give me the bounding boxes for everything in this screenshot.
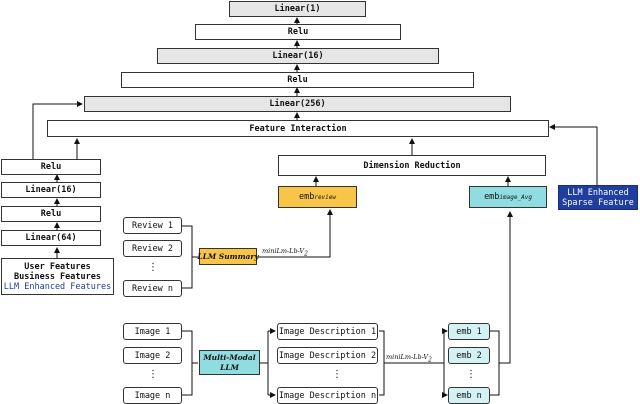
multi-modal-line-1: Multi-Modal — [203, 352, 256, 362]
emb-2-box: emb 2 — [448, 347, 490, 364]
left-linear-64: Linear(64) — [1, 230, 101, 246]
emb-1-box: emb 1 — [448, 323, 490, 340]
image-description-n: Image Description n — [277, 387, 378, 404]
linear-1-layer: Linear(1) — [229, 1, 366, 17]
image-description-2: Image Description 2 — [277, 347, 378, 364]
llm-sparse-feature-box: LLM Enhanced Sparse Feature — [558, 185, 638, 210]
user-features-label: User Features — [24, 261, 91, 272]
business-features-label: Business Features — [14, 271, 101, 282]
image-item-2: Image 2 — [123, 347, 182, 364]
relu-layer-a: Relu — [195, 24, 401, 40]
image-encoder-label: miniLm-Lb-V2 — [386, 353, 432, 364]
emb-image-sub: image_Avg — [499, 193, 532, 201]
image-ellipsis: ⋮ — [148, 369, 158, 380]
dimension-reduction-layer: Dimension Reduction — [278, 155, 546, 176]
llm-summary-box: LLM Summary — [197, 248, 259, 265]
arrow-left-stack-to-linear256 — [32, 101, 83, 159]
emb-image-main: emb — [484, 192, 500, 202]
feature-interaction-layer: Feature Interaction — [47, 120, 549, 137]
relu-layer-b: Relu — [121, 72, 474, 88]
arrow-summary-to-embreview — [257, 209, 333, 258]
review-encoder-label: miniLm-Lb-V2 — [262, 247, 308, 258]
sparse-line-1: LLM Enhanced — [567, 187, 629, 198]
left-linear-16: Linear(16) — [1, 182, 101, 198]
left-relu-top: Relu — [1, 159, 101, 175]
description-ellipsis: ⋮ — [332, 369, 342, 380]
multi-modal-llm-box: Multi-Modal LLM — [199, 350, 260, 375]
arrow-sparse-to-interaction — [549, 124, 598, 185]
arrow-embs-to-embimage — [499, 211, 513, 364]
emb-n-box: emb n — [448, 387, 490, 404]
sparse-line-2: Sparse Feature — [562, 197, 634, 208]
input-features-box: User Features Business Features LLM Enha… — [1, 258, 114, 295]
review-ellipsis: ⋮ — [148, 262, 158, 273]
llm-enhanced-features-label: LLM Enhanced Features — [3, 281, 112, 292]
emb-review-main: emb — [298, 192, 315, 202]
emb-ellipsis: ⋮ — [466, 369, 476, 380]
review-item-1: Review 1 — [123, 217, 182, 234]
multi-modal-line-2: LLM — [220, 362, 239, 372]
emb-review-sub: review — [314, 193, 337, 201]
bracket-embs — [490, 330, 500, 396]
linear-256-layer: Linear(256) — [84, 96, 511, 112]
bracket-images — [182, 330, 193, 396]
left-relu-mid: Relu — [1, 206, 101, 222]
image-description-1: Image Description 1 — [277, 323, 378, 340]
review-item-2: Review 2 — [123, 240, 182, 257]
bracket-reviews — [182, 225, 193, 289]
bracket-descriptions — [379, 330, 385, 396]
image-item-1: Image 1 — [123, 323, 182, 340]
review-item-n: Review n — [123, 280, 182, 297]
image-item-n: Image n — [123, 387, 182, 404]
linear-16-layer: Linear(16) — [157, 48, 439, 64]
